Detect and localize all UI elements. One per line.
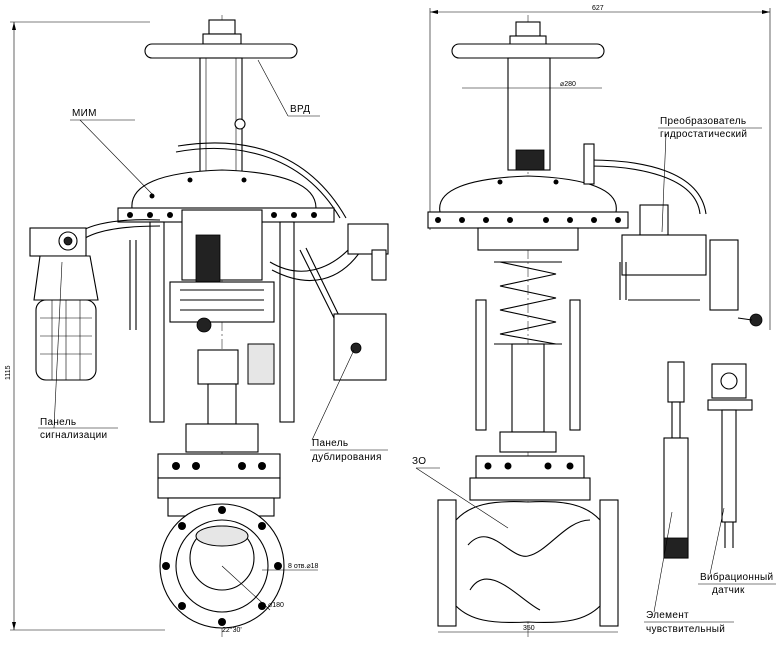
holes-dimension: 8 отв.⌀18 bbox=[288, 563, 319, 570]
width-dimension: 627 bbox=[592, 5, 604, 12]
label-vibro-line2: датчик bbox=[712, 585, 745, 596]
converter bbox=[583, 143, 763, 327]
handwheel-right bbox=[451, 21, 605, 171]
valve-body-right bbox=[437, 455, 619, 633]
label-vibro-line1: Вибрационный bbox=[700, 571, 773, 583]
wheel-diameter: ⌀280 bbox=[560, 81, 576, 88]
label-element-line2: чувствительный bbox=[646, 624, 725, 635]
angle-dimension: 22°30' bbox=[222, 626, 242, 634]
label-converter-line1: Преобразователь bbox=[660, 115, 746, 127]
label-dub-panel-line1: Панель bbox=[312, 438, 348, 449]
label-vrd: ВРД bbox=[290, 104, 310, 115]
dubbing-panel bbox=[333, 223, 389, 381]
flange-diameter: ⌀180 bbox=[268, 602, 284, 609]
body-length: 350 bbox=[523, 625, 535, 632]
right-view: 627 ⌀280 bbox=[412, 5, 776, 640]
sensors bbox=[663, 361, 753, 559]
left-view: 1115 bbox=[5, 15, 389, 640]
label-dub-panel-line2: дублирования bbox=[312, 451, 382, 463]
valve-body-left bbox=[157, 453, 285, 629]
signal-panel bbox=[29, 227, 99, 381]
spring bbox=[475, 261, 581, 453]
label-signal-panel-line1: Панель bbox=[40, 417, 76, 428]
label-zo: ЗО bbox=[412, 456, 426, 467]
label-converter-line2: гидростатический bbox=[660, 129, 747, 140]
handwheel-left bbox=[144, 19, 298, 174]
label-mim: МИМ bbox=[72, 108, 97, 119]
actuator-right bbox=[427, 175, 629, 251]
height-dimension: 1115 bbox=[5, 365, 12, 380]
label-element-line1: Элемент bbox=[646, 610, 689, 621]
label-signal-panel-line2: сигнализации bbox=[40, 430, 107, 441]
yoke-left bbox=[149, 209, 295, 453]
